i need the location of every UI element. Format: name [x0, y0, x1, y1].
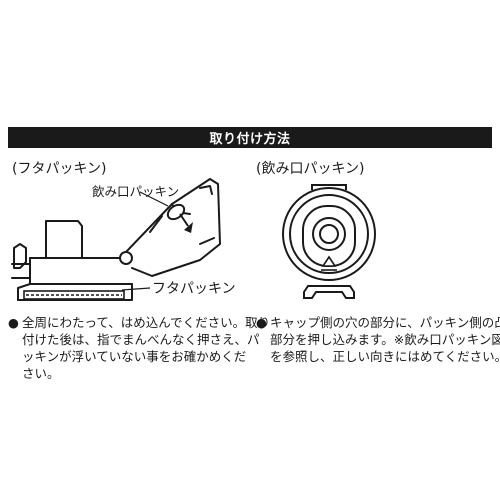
lid-packing-title: (フタパッキン)	[12, 161, 107, 177]
section-header-title: 取り付け方法	[209, 132, 291, 147]
instruction-line: 部分を押し込みます。※飲み口パッキン図	[270, 332, 500, 347]
instruction-bullet: ●	[8, 315, 19, 330]
mouth-opening-outer	[312, 217, 346, 251]
instruction-line: 付けた後は、指でまんべんなく押さえ、パ	[22, 332, 260, 347]
instruction-bullet: ●	[256, 315, 267, 330]
lid-packing-instructions: ● 全周にわたって、はめ込んでください。取り 付けた後は、指でまんべんなく押さえ…	[8, 314, 271, 382]
mouth-packing-instructions: ● キャップ側の穴の部分に、パッキン側の凸 部分を押し込みます。※飲み口パッキン…	[256, 314, 500, 365]
mouth-packing-callout-label: 飲み口パッキン	[92, 184, 180, 199]
instruction-line: さい。	[22, 366, 60, 381]
mouth-packing-title: (飲み口パッキン)	[256, 161, 365, 177]
lid-raised-block	[45, 220, 83, 259]
instruction-line: 全周にわたって、はめ込んでください。取り	[22, 315, 271, 330]
mouth-opening-inner	[319, 224, 339, 244]
cap-hinge-lugs	[303, 285, 355, 299]
section-header-bar: 取り付け方法	[8, 127, 492, 148]
packing-orientation-marker	[321, 255, 337, 267]
cap-outer-ring	[282, 187, 376, 281]
mouth-packing-leader-line	[139, 191, 169, 207]
cap-top-tab	[311, 184, 347, 190]
lid-left-clasp	[13, 243, 27, 269]
lid-packing-leader-line	[121, 287, 151, 291]
instruction-line: ッキンが浮いていない事をお確かめくだ	[22, 349, 247, 364]
instruction-line: を参照し、正しい向きにはめてください。	[270, 349, 500, 364]
insert-direction-arrow	[179, 213, 189, 227]
lid-packing-callout-label: フタパッキン	[152, 281, 236, 297]
spout-cap	[125, 178, 221, 277]
instruction-line: キャップ側の穴の部分に、パッキン側の凸	[270, 315, 500, 330]
